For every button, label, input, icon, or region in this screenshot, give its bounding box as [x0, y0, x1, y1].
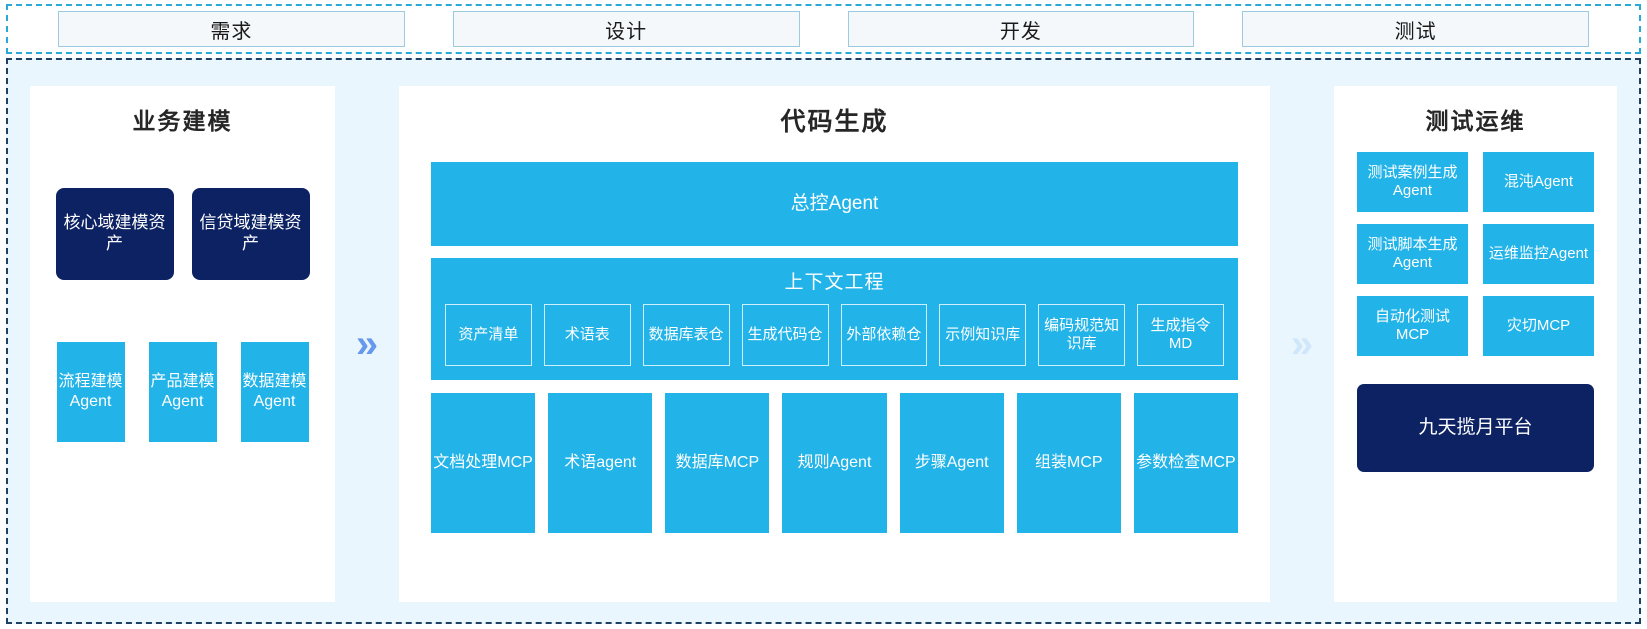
test-ops-label: 混沌Agent [1503, 172, 1574, 190]
tool-label: 参数检查MCP [1136, 454, 1236, 472]
tool-glossary-agent[interactable]: 术语agent [548, 393, 653, 533]
context-item-label: 编码规范知识库 [1044, 317, 1120, 352]
context-item-group: 资产清单 术语表 数据库表仓 生成代码仓 外部依赖仓 [445, 304, 1224, 366]
phase-item-development[interactable]: 开发 [847, 11, 1195, 47]
panel-test-operations: 测试运维 测试案例生成Agent 混沌Agent 测试脚本生成Agent 运维监… [1334, 86, 1617, 602]
chevron-glyph: » [1290, 322, 1314, 366]
context-item-label: 外部依赖仓 [846, 326, 922, 344]
code-generation-body: 总控Agent 上下文工程 资产清单 术语表 数据库表仓 [413, 138, 1256, 533]
jiutian-lanyue-platform[interactable]: 九天揽月平台 [1357, 384, 1594, 472]
master-control-agent[interactable]: 总控Agent [431, 162, 1238, 246]
context-item-coding-standard-kb[interactable]: 编码规范知识库 [1038, 304, 1126, 366]
asset-label: 核心域建模资产 [63, 213, 166, 253]
context-item-asset-inventory[interactable]: 资产清单 [445, 304, 532, 366]
phase-label: 测试 [1394, 20, 1437, 43]
tool-label: 文档处理MCP [433, 454, 533, 472]
context-item-generated-code-repo[interactable]: 生成代码仓 [741, 304, 829, 366]
asset-core-domain[interactable]: 核心域建模资产 [55, 188, 174, 280]
phase-label: 设计 [605, 20, 648, 43]
platform-label: 九天揽月平台 [1418, 417, 1533, 439]
panel-code-generation: 代码生成 总控Agent 上下文工程 资产清单 术语表 [399, 86, 1270, 602]
tool-parameter-check-mcp[interactable]: 参数检查MCP [1133, 393, 1238, 533]
phase-label: 需求 [210, 20, 253, 43]
tool-label: 步骤Agent [914, 454, 989, 472]
agent-label: 流程建模Agent [58, 373, 123, 410]
tool-label: 规则Agent [797, 454, 872, 472]
agent-data-modeling[interactable]: 数据建模Agent [240, 342, 309, 442]
asset-credit-domain[interactable]: 信贷域建模资产 [191, 188, 310, 280]
operations-monitoring-agent[interactable]: 运维监控Agent [1483, 224, 1594, 284]
context-item-label: 示例知识库 [945, 326, 1021, 344]
tool-document-processing-mcp[interactable]: 文档处理MCP [431, 393, 536, 533]
panel-title-code-generation: 代码生成 [780, 108, 889, 136]
tool-database-mcp[interactable]: 数据库MCP [665, 393, 770, 533]
agent-label: 数据建模Agent [242, 373, 307, 410]
context-item-db-table-repo[interactable]: 数据库表仓 [642, 304, 730, 366]
test-ops-label: 测试案例生成Agent [1367, 163, 1458, 199]
context-engineering-block: 上下文工程 资产清单 术语表 数据库表仓 生成代码仓 [431, 258, 1238, 380]
test-ops-label: 测试脚本生成Agent [1367, 235, 1458, 271]
tool-label: 术语agent [564, 454, 637, 472]
context-item-example-knowledge-base[interactable]: 示例知识库 [939, 304, 1027, 366]
business-agent-group: 流程建模Agent 产品建模Agent 数据建模Agent [56, 342, 309, 442]
tool-assembly-mcp[interactable]: 组装MCP [1016, 393, 1121, 533]
business-asset-group: 核心域建模资产 信贷域建模资产 [55, 188, 310, 280]
main-content-area: 业务建模 核心域建模资产 信贷域建模资产 流程建模Agent 产品建模Agent… [6, 58, 1641, 624]
phase-strip: 需求 设计 开发 测试 [6, 4, 1641, 54]
agent-product-modeling[interactable]: 产品建模Agent [148, 342, 217, 442]
panel-title-test-operations: 测试运维 [1425, 108, 1526, 134]
context-item-label: 资产清单 [458, 326, 519, 344]
phase-label: 开发 [999, 20, 1042, 43]
context-item-label: 生成代码仓 [747, 326, 823, 344]
tool-step-agent[interactable]: 步骤Agent [899, 393, 1004, 533]
context-engineering-title: 上下文工程 [784, 272, 885, 293]
context-item-glossary[interactable]: 术语表 [543, 304, 631, 366]
automated-test-mcp[interactable]: 自动化测试MCP [1357, 296, 1468, 356]
context-item-label: 数据库表仓 [648, 326, 724, 344]
phase-item-requirements[interactable]: 需求 [58, 11, 405, 47]
panel-business-modeling: 业务建模 核心域建模资产 信贷域建模资产 流程建模Agent 产品建模Agent… [30, 86, 335, 602]
test-ops-label: 运维监控Agent [1488, 244, 1589, 262]
context-item-label: 术语表 [564, 326, 610, 344]
context-item-generation-instruction-md[interactable]: 生成指令MD [1137, 304, 1224, 366]
agent-label: 产品建模Agent [150, 373, 215, 410]
test-ops-label: 灾切MCP [1506, 316, 1571, 334]
context-item-external-dependency-repo[interactable]: 外部依赖仓 [840, 304, 928, 366]
tool-group: 文档处理MCP 术语agent 数据库MCP 规则Agent 步骤Agent [431, 393, 1238, 533]
panel-title-business-modeling: 业务建模 [132, 108, 233, 134]
test-script-generation-agent[interactable]: 测试脚本生成Agent [1357, 224, 1468, 284]
tool-label: 组装MCP [1034, 454, 1103, 472]
asset-label: 信贷域建模资产 [199, 213, 302, 253]
disaster-switch-mcp[interactable]: 灾切MCP [1483, 296, 1594, 356]
chevron-glyph: » [355, 322, 379, 366]
tool-rule-agent[interactable]: 规则Agent [782, 393, 887, 533]
double-chevron-right-icon: » [335, 86, 399, 602]
master-agent-label: 总控Agent [790, 193, 879, 215]
test-ops-label: 自动化测试MCP [1374, 307, 1450, 343]
chaos-agent[interactable]: 混沌Agent [1483, 152, 1594, 212]
context-item-label: 生成指令MD [1150, 317, 1211, 352]
phase-item-testing[interactable]: 测试 [1242, 11, 1589, 47]
agent-process-modeling[interactable]: 流程建模Agent [56, 342, 125, 442]
test-case-generation-agent[interactable]: 测试案例生成Agent [1357, 152, 1468, 212]
double-chevron-right-icon-secondary: » [1270, 86, 1334, 602]
tool-label: 数据库MCP [675, 454, 760, 472]
test-ops-grid: 测试案例生成Agent 混沌Agent 测试脚本生成Agent 运维监控Agen… [1357, 152, 1594, 356]
phase-item-design[interactable]: 设计 [452, 11, 800, 47]
